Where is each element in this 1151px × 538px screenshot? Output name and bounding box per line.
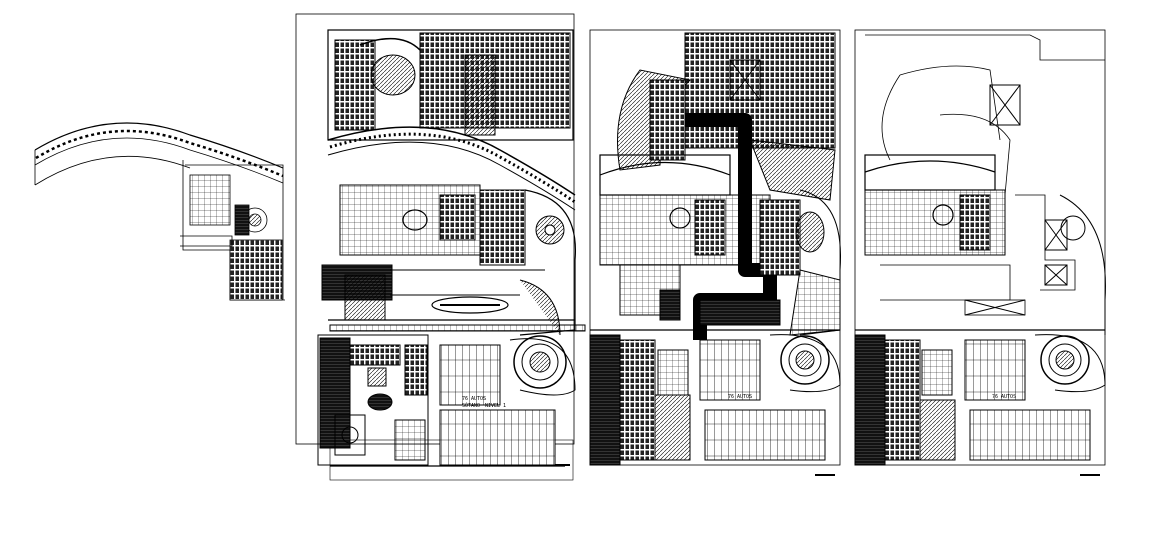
sheet-level-2 bbox=[589, 29, 841, 476]
sheet-2-label-autos: 76 AUTOS bbox=[728, 394, 752, 400]
sheet-1-label-sotano: SÓTANO bbox=[462, 402, 480, 409]
sheet-level-1 bbox=[295, 13, 586, 481]
sheet-1-label-autos: 76 AUTOS bbox=[462, 396, 486, 402]
sheet-1-label-nivel: NIVEL 1 bbox=[485, 403, 506, 409]
sheet-level-3 bbox=[854, 29, 1106, 476]
sheet-border bbox=[854, 29, 1106, 466]
sheet-3-label-autos: 76 AUTOS bbox=[992, 394, 1016, 400]
sheet-border bbox=[295, 13, 575, 445]
promenade-detail bbox=[34, 122, 285, 301]
